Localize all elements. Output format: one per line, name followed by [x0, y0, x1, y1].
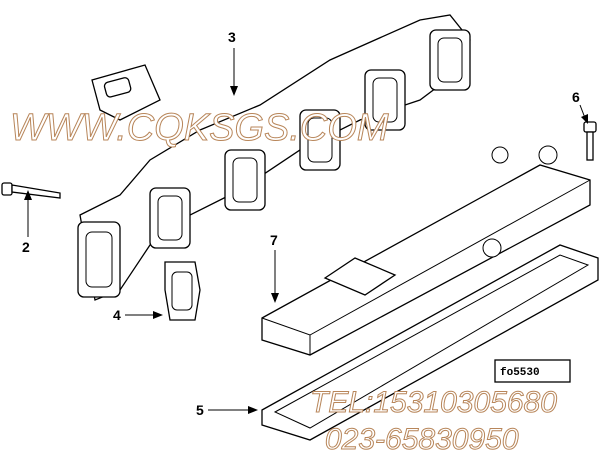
callout-3: 3 [228, 29, 238, 96]
gasket-part-4 [164, 261, 201, 321]
callout-6-label: 6 [572, 89, 580, 105]
callout-7: 7 [270, 232, 279, 303]
callout-6: 6 [572, 89, 588, 124]
gasket-part-5 [261, 244, 599, 441]
gasket-part-5-inner [273, 254, 590, 429]
callout-5-label: 5 [196, 402, 204, 418]
callout-4: 4 [113, 307, 163, 323]
callout-4-label: 4 [113, 307, 121, 323]
watermark-phone: 023-65830950 [325, 423, 519, 455]
callout-7-label: 7 [270, 232, 278, 248]
watermark-tel: TEL:15310305680 [310, 386, 557, 419]
callout-5: 5 [196, 402, 258, 418]
watermark-site: WWW.CQKSGS.COM [10, 107, 389, 149]
callout-2: 2 [22, 190, 32, 255]
bolt-part-6 [583, 121, 597, 161]
callout-2-label: 2 [22, 239, 30, 255]
gasket-part-4-opening [171, 271, 193, 311]
cover-plate-part-7 [261, 145, 591, 356]
exhaust-manifold [77, 14, 471, 301]
callout-3-label: 3 [228, 29, 236, 45]
bolt-part-2 [1, 182, 61, 199]
figure-ref-box [494, 359, 571, 383]
figure-ref: fo5530 [500, 367, 540, 379]
